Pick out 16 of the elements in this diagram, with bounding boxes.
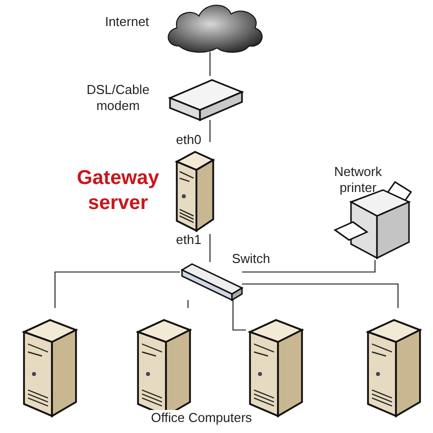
network-cable — [209, 120, 211, 142]
port-label: eth0 — [175, 132, 202, 147]
network-cable — [209, 234, 211, 262]
device-label: Network printer — [333, 164, 383, 196]
device-label: Switch — [230, 251, 272, 268]
network-cable — [242, 283, 399, 308]
network-cable — [187, 300, 189, 308]
group-caption: Office Computers — [150, 410, 253, 425]
device-label: Gateway server — [76, 166, 160, 216]
device-label: DSL/Cable modem — [86, 82, 150, 114]
network-cable — [232, 300, 246, 331]
device-label: Internet — [104, 14, 150, 30]
port-label: eth1 — [175, 232, 202, 247]
network-cable — [242, 260, 376, 273]
network-cable — [54, 271, 180, 308]
network-cable — [209, 52, 211, 76]
